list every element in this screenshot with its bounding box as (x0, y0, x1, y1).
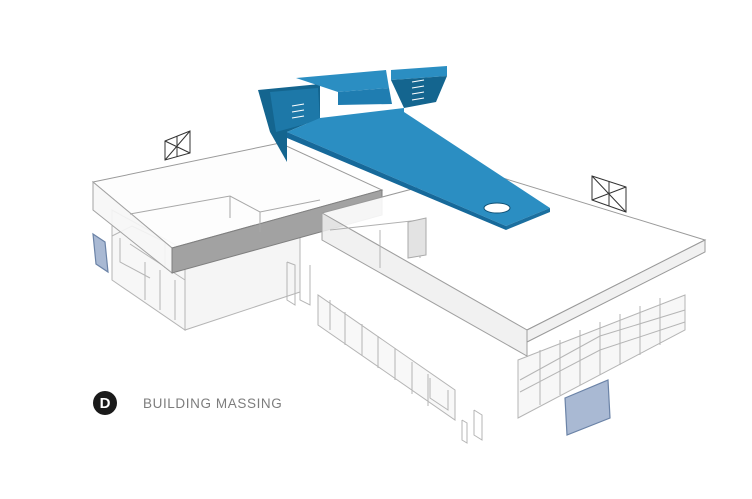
legend-badge: D (93, 391, 117, 415)
ground-floor-walls (111, 209, 686, 444)
roof-plane-left (91, 142, 384, 275)
window-panels (92, 232, 611, 436)
rooftop-equipment (164, 130, 627, 213)
legend-label: BUILDING MASSING (143, 395, 283, 411)
diagram-legend: D BUILDING MASSING (93, 391, 282, 415)
roof-plane-right (320, 170, 707, 357)
upper-volume (258, 66, 550, 230)
